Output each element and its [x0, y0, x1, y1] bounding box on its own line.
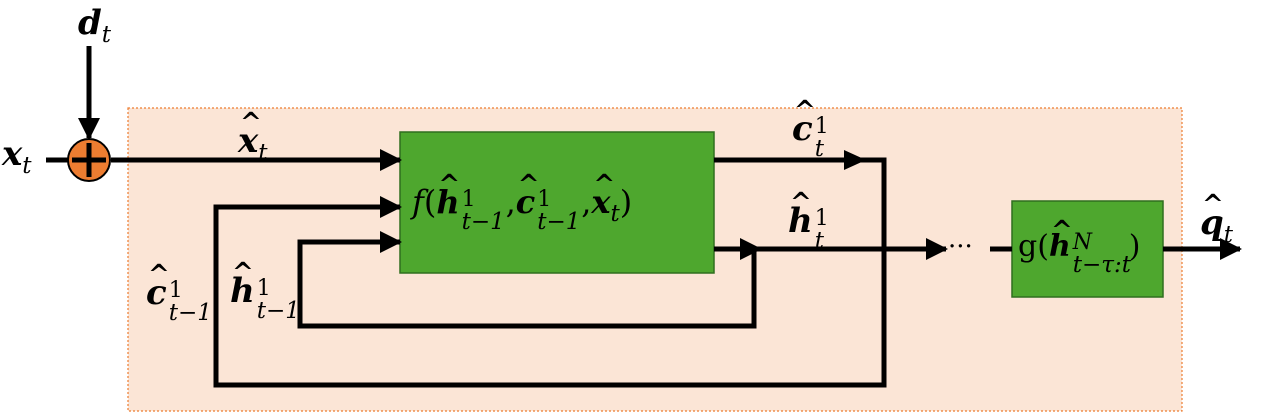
input-label: xt	[2, 134, 32, 179]
disturbance-label: dt	[78, 3, 112, 48]
input-hat-label: ^xt	[238, 108, 268, 166]
f-block	[399, 131, 715, 274]
ellipsis: ···	[948, 232, 973, 262]
cell-arrowhead	[844, 150, 866, 170]
output-label: ^qt	[1200, 190, 1234, 248]
hidden-feedback-line	[297, 231, 757, 329]
plus-circle-icon	[67, 138, 111, 182]
